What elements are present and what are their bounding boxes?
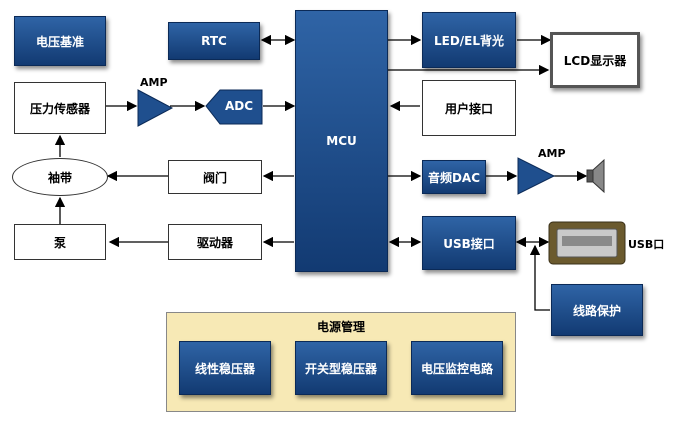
switching-regulator-block: 开关型稳压器 bbox=[295, 341, 387, 395]
rtc-block: RTC bbox=[168, 22, 260, 60]
switching-regulator-label: 开关型稳压器 bbox=[304, 361, 377, 376]
lcd-display-block: LCD显示器 bbox=[550, 32, 640, 88]
amp-left-label: AMP bbox=[140, 76, 168, 89]
audio-dac-block: 音频DAC bbox=[422, 160, 486, 194]
usb-interface-block: USB接口 bbox=[422, 216, 516, 270]
audio-dac-label: 音频DAC bbox=[427, 170, 481, 185]
mcu-block: MCU bbox=[295, 10, 388, 272]
usb-port-label: USB口 bbox=[628, 238, 665, 251]
driver-block: 驱动器 bbox=[168, 224, 262, 260]
valve-label: 阀门 bbox=[202, 170, 227, 185]
voltage-monitor-label: 电压监控电路 bbox=[420, 361, 493, 376]
usb-interface-label: USB接口 bbox=[443, 236, 495, 251]
pressure-sensor-block: 压力传感器 bbox=[14, 82, 106, 134]
user-interface-label: 用户接口 bbox=[444, 101, 493, 116]
power-management-title: 电源管理 bbox=[316, 320, 365, 334]
linear-regulator-block: 线性稳压器 bbox=[179, 341, 271, 395]
led-backlight-block: LED/EL背光 bbox=[422, 12, 516, 68]
pump-label: 泵 bbox=[53, 235, 66, 250]
led-backlight-label: LED/EL背光 bbox=[433, 33, 505, 48]
cuff-label: 袖带 bbox=[47, 170, 72, 185]
pressure-sensor-label: 压力传感器 bbox=[29, 101, 90, 116]
adc-label: ADC bbox=[225, 99, 254, 113]
voltage-monitor-block: 电压监控电路 bbox=[411, 341, 503, 395]
driver-label: 驱动器 bbox=[196, 235, 233, 250]
lcd-display-label: LCD显示器 bbox=[563, 53, 627, 68]
user-interface-block: 用户接口 bbox=[422, 80, 516, 136]
amp-right-label: AMP bbox=[538, 147, 566, 160]
voltage-reference-label: 电压基准 bbox=[35, 34, 84, 49]
valve-block: 阀门 bbox=[168, 160, 262, 194]
rtc-label: RTC bbox=[201, 34, 227, 48]
voltage-reference-block: 电压基准 bbox=[14, 16, 106, 66]
pump-block: 泵 bbox=[14, 224, 106, 260]
power-management-panel: 电源管理 线性稳压器 开关型稳压器 电压监控电路 bbox=[166, 312, 516, 412]
line-protection-label: 线路保护 bbox=[572, 303, 621, 318]
cuff-ellipse: 袖带 bbox=[12, 158, 108, 196]
line-protection-block: 线路保护 bbox=[551, 284, 643, 336]
linear-regulator-label: 线性稳压器 bbox=[194, 361, 255, 376]
mcu-label: MCU bbox=[326, 134, 357, 148]
